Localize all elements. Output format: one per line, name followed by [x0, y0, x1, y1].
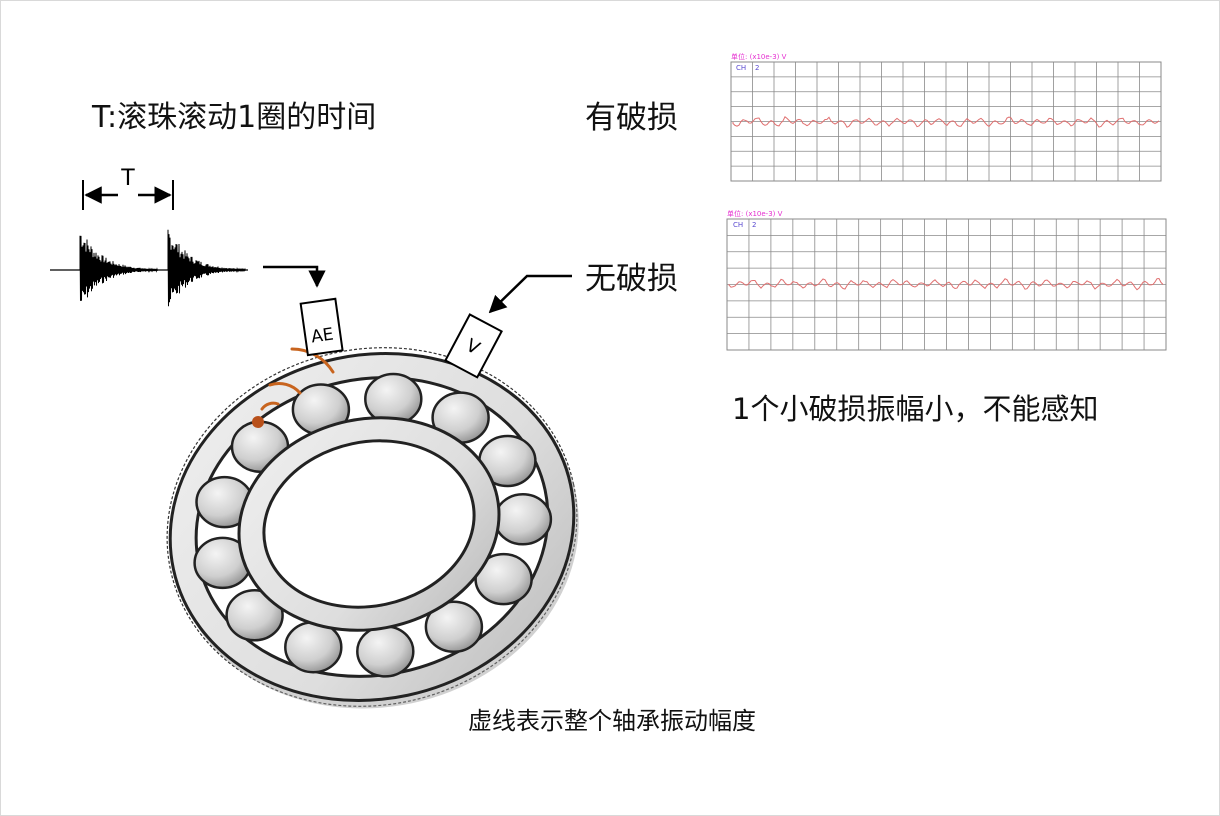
v-arrow	[488, 274, 572, 314]
conclusion-note: 1个小破损振幅小，不能感知	[732, 392, 1099, 426]
period-marker: T	[82, 166, 174, 210]
rolling-balls	[193, 372, 553, 678]
ae-burst-waveform	[50, 229, 248, 307]
bore	[262, 439, 476, 609]
scope-undamaged-unit: 单位: (x10e-3) V	[727, 209, 783, 218]
scope-undamaged-channel: CH	[733, 221, 743, 229]
ae-sensor-label: AE	[310, 325, 335, 348]
rolling-ball	[225, 589, 284, 642]
scope-undamaged: 单位: (x10e-3) V CH 2	[726, 209, 1167, 351]
ae-sensor: AE	[299, 297, 344, 357]
rolling-ball	[474, 552, 533, 606]
scope-damaged-trace	[732, 116, 1160, 128]
scope-damaged-unit: 单位: (x10e-3) V	[731, 52, 787, 61]
rolling-ball	[493, 493, 553, 546]
vibration-envelope	[166, 347, 578, 707]
ae-arrow	[263, 265, 326, 288]
dashed-line-caption: 虚线表示整个轴承振动幅度	[468, 707, 756, 735]
period-title: T:滚珠滚动1圈的时间	[92, 100, 377, 135]
undamaged-label: 无破损	[585, 261, 678, 297]
scope-undamaged-trace	[728, 277, 1164, 291]
damage-point	[252, 416, 264, 428]
damaged-label: 有破损	[585, 100, 678, 136]
wave-arcs	[260, 347, 335, 411]
scope-damaged: 单位: (x10e-3) V CH 2	[730, 52, 1162, 182]
scope-damaged-channel: CH	[736, 64, 746, 72]
bearing	[166, 347, 579, 709]
rolling-ball	[424, 600, 484, 654]
scope-undamaged-channel-no: 2	[752, 221, 756, 229]
scope-damaged-channel-no: 2	[755, 64, 759, 72]
period-marker-label: T	[120, 166, 135, 191]
rolling-ball	[356, 625, 415, 678]
v-sensor: V	[444, 313, 503, 379]
